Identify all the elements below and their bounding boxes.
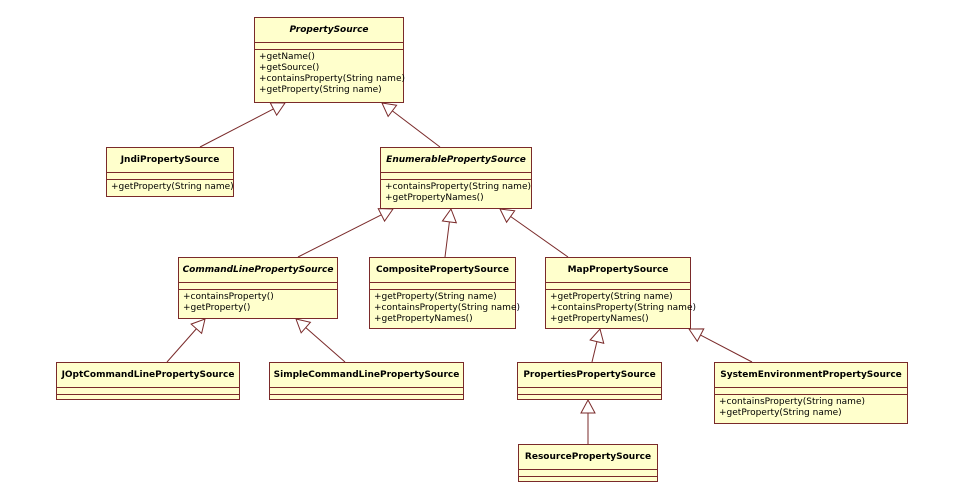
class-name: PropertySource [255, 18, 403, 43]
attributes-compartment [715, 388, 907, 395]
generalization-edge-systemenvironmentpropertysource [688, 328, 753, 363]
class-name: PropertiesPropertySource [518, 363, 661, 388]
operations-compartment [270, 395, 463, 408]
operation-getpropertynames: +getPropertyNames() [550, 314, 649, 324]
class-name: ResourcePropertySource [519, 445, 657, 470]
class-property-source[interactable]: PropertySource +getName()+getSource()+con… [254, 17, 405, 103]
operation-containsproperty: +containsProperty(String name) [550, 303, 696, 313]
hollow-triangle-arrowhead [499, 208, 516, 224]
attributes-compartment [270, 388, 463, 395]
operations-compartment: +getProperty(String name)+containsProper… [546, 290, 696, 328]
class-simple-command-line-property-source[interactable]: SimpleCommandLinePropertySource [269, 362, 464, 400]
operation-containsproperty: +containsProperty(String name) [719, 397, 865, 407]
attributes-compartment [370, 283, 515, 290]
generalization-edge-simplecommandlinepropertysource [295, 318, 346, 363]
class-properties-property-source[interactable]: PropertiesPropertySource [517, 362, 662, 400]
attributes-compartment [57, 388, 239, 395]
operations-compartment [519, 477, 657, 490]
hollow-triangle-arrowhead [580, 398, 596, 414]
class-name: MapPropertySource [546, 258, 690, 283]
class-map-property-source[interactable]: MapPropertySource +getProperty(String nam… [545, 257, 696, 329]
generalization-edge-commandlinepropertysource [297, 208, 394, 258]
operations-compartment: +getProperty(String name) [107, 180, 234, 196]
class-system-environment-property-source[interactable]: SystemEnvironmentPropertySource +contains… [714, 362, 908, 424]
generalization-edge-compositepropertysource [441, 207, 458, 258]
hollow-triangle-arrowhead [688, 328, 705, 343]
operation-getproperty: +getProperty(String name) [111, 182, 234, 192]
hollow-triangle-arrowhead [589, 327, 605, 344]
generalization-edge-propertiespropertysource [589, 327, 605, 363]
class-name: CompositePropertySource [370, 258, 515, 283]
operation-containsproperty: +containsProperty(String name) [374, 303, 520, 313]
operation-containsproperty: +containsProperty() [183, 292, 274, 302]
operation-getpropertynames: +getPropertyNames() [385, 193, 484, 203]
operation-getproperty: +getProperty(String name) [550, 292, 673, 302]
class-name: CommandLinePropertySource [179, 258, 337, 283]
class-jndi-property-source[interactable]: JndiPropertySource +getProperty(String na… [106, 147, 234, 197]
class-name: SimpleCommandLinePropertySource [270, 363, 463, 388]
attributes-compartment [107, 173, 233, 180]
operation-getproperty: +getProperty(String name) [259, 85, 382, 95]
operation-getname: +getName() [259, 52, 315, 62]
attributes-compartment [179, 283, 337, 290]
class-resource-property-source[interactable]: ResourcePropertySource [518, 444, 658, 482]
class-jopt-command-line-property-source[interactable]: JOptCommandLinePropertySource [56, 362, 240, 400]
operation-getproperty: +getProperty(String name) [374, 292, 497, 302]
operations-compartment: +containsProperty(String name)+getProper… [381, 180, 531, 207]
generalization-edge-enumerablepropertysource [381, 102, 441, 148]
attributes-compartment [546, 283, 690, 290]
generalization-edge-joptcommandlinepropertysource [166, 318, 206, 363]
class-enumerable-property-source[interactable]: EnumerablePropertySource +containsPropert… [380, 147, 532, 209]
operation-getpropertynames: +getPropertyNames() [374, 314, 473, 324]
class-name: EnumerablePropertySource [381, 148, 531, 173]
attributes-compartment [518, 388, 661, 395]
operations-compartment: +containsProperty(String name)+getProper… [715, 395, 907, 422]
operations-compartment: +getName()+getSource()+containsProperty(… [255, 50, 405, 99]
operations-compartment [57, 395, 239, 408]
operations-compartment: +getProperty(String name)+containsProper… [370, 290, 520, 328]
class-name: SystemEnvironmentPropertySource [715, 363, 907, 388]
attributes-compartment [381, 173, 531, 180]
operation-getproperty: +getProperty(String name) [719, 408, 842, 418]
operations-compartment: +containsProperty()+getProperty() [179, 290, 337, 317]
attributes-compartment [255, 43, 403, 50]
hollow-triangle-arrowhead [441, 207, 458, 224]
operation-containsproperty: +containsProperty(String name) [259, 74, 405, 84]
class-name: JOptCommandLinePropertySource [57, 363, 239, 388]
class-command-line-property-source[interactable]: CommandLinePropertySource +containsProper… [178, 257, 338, 319]
class-composite-property-source[interactable]: CompositePropertySource +getProperty(Stri… [369, 257, 520, 329]
hollow-triangle-arrowhead [295, 318, 312, 334]
generalization-edge-mappropertysource [499, 208, 569, 258]
hollow-triangle-arrowhead [381, 102, 398, 118]
operation-containsproperty: +containsProperty(String name) [385, 182, 531, 192]
operation-getproperty: +getProperty() [183, 303, 251, 313]
attributes-compartment [519, 470, 657, 477]
generalization-edge-jndipropertysource [199, 102, 286, 148]
operation-getsource: +getSource() [259, 63, 320, 73]
class-name: JndiPropertySource [107, 148, 233, 173]
generalization-edge-resourcepropertysource [580, 398, 596, 444]
hollow-triangle-arrowhead [190, 318, 206, 335]
operations-compartment [518, 395, 661, 408]
